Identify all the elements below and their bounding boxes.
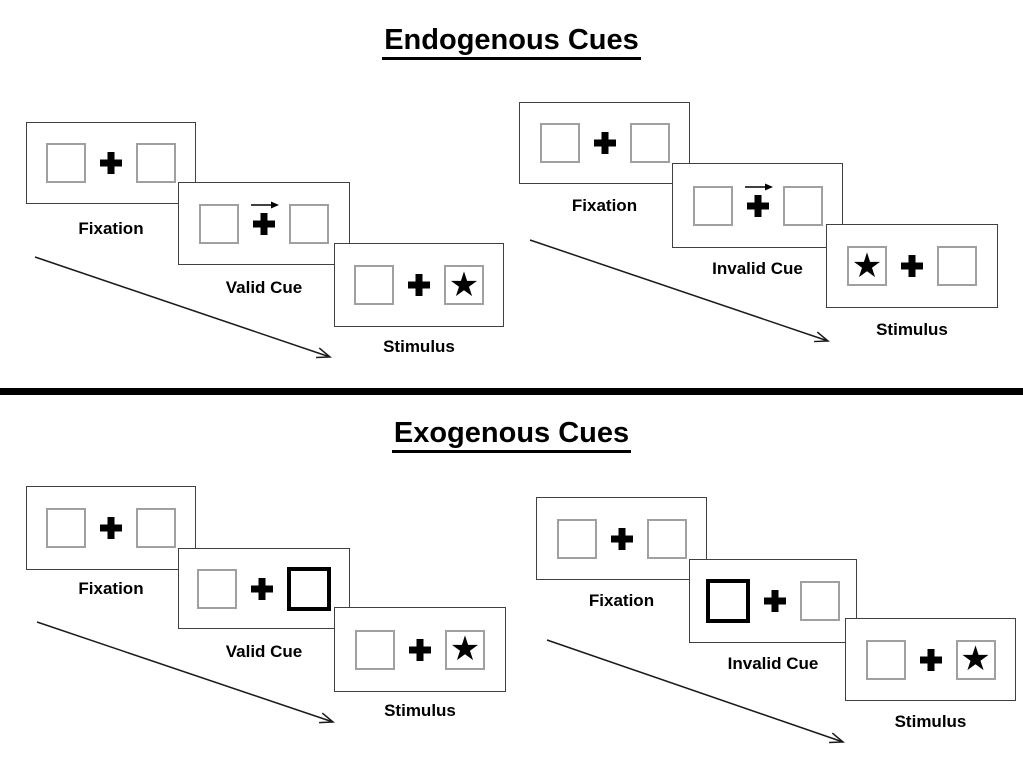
star-icon: ★ bbox=[449, 629, 481, 669]
fixation-cross-icon bbox=[408, 274, 430, 296]
left-box bbox=[197, 568, 237, 609]
panel-valid-cue bbox=[178, 182, 350, 265]
section-title-text: Endogenous Cues bbox=[382, 24, 641, 60]
box-row bbox=[706, 579, 840, 623]
panel-label: Fixation bbox=[78, 579, 144, 598]
left-box bbox=[46, 508, 86, 548]
timeline-arrow-icon bbox=[529, 239, 828, 341]
panel-stimulus: ★ bbox=[334, 243, 504, 327]
fixation-cross-icon bbox=[901, 255, 923, 277]
right-box bbox=[800, 581, 840, 621]
cross-wrap bbox=[919, 648, 942, 671]
box-row: ★ bbox=[355, 629, 485, 670]
cross-wrap bbox=[409, 638, 431, 661]
cross-wrap bbox=[610, 527, 633, 550]
right-box bbox=[289, 203, 329, 244]
section-title-text: Exogenous Cues bbox=[391, 417, 632, 453]
panel-label: Stimulus bbox=[384, 701, 456, 720]
left-box: ★ bbox=[847, 246, 887, 286]
right-box bbox=[646, 518, 687, 559]
cue-arrow-icon bbox=[251, 201, 279, 208]
cross-wrap bbox=[251, 577, 273, 600]
panel-label: Invalid Cue bbox=[727, 654, 819, 673]
cross-wrap bbox=[593, 132, 616, 154]
left-box bbox=[539, 123, 580, 163]
panel-label: Stimulus bbox=[894, 712, 967, 731]
left-box bbox=[692, 185, 733, 226]
fixation-cross-icon bbox=[409, 638, 431, 661]
fixation-cross-icon bbox=[764, 590, 786, 612]
timeline-arrow-icon bbox=[36, 621, 333, 722]
right-box bbox=[629, 123, 670, 163]
panel-fixation bbox=[26, 486, 196, 570]
box-row: ★ bbox=[865, 639, 996, 680]
box-row bbox=[199, 201, 329, 244]
panel-fixation bbox=[26, 122, 196, 204]
panel-stimulus: ★ bbox=[845, 618, 1016, 701]
fixation-cross-icon bbox=[251, 577, 273, 600]
cross-wrap bbox=[100, 152, 122, 174]
panel-fixation bbox=[519, 102, 690, 184]
fixation-cross-icon bbox=[253, 212, 275, 235]
cross-wrap bbox=[744, 183, 773, 217]
cross-wrap bbox=[100, 517, 122, 539]
box-row bbox=[692, 183, 823, 226]
panel-label: Invalid Cue bbox=[712, 259, 803, 278]
star-icon: ★ bbox=[448, 264, 480, 305]
cross-wrap bbox=[251, 201, 279, 235]
left-box-highlighted bbox=[706, 579, 750, 623]
section-divider bbox=[0, 388, 1023, 395]
panel-label: Valid Cue bbox=[225, 642, 303, 661]
box-row bbox=[556, 518, 687, 559]
section-title-endogenous: Endogenous Cues bbox=[0, 24, 1023, 60]
cross-wrap bbox=[901, 255, 923, 277]
right-box: ★ bbox=[955, 639, 996, 680]
fixation-cross-icon bbox=[100, 152, 122, 174]
box-row bbox=[197, 566, 331, 611]
left-box bbox=[354, 265, 394, 305]
panel-label: Stimulus bbox=[876, 320, 948, 339]
star-icon: ★ bbox=[851, 245, 883, 286]
right-box bbox=[782, 185, 823, 226]
box-row bbox=[46, 508, 176, 548]
panel-fixation bbox=[536, 497, 707, 580]
right-box bbox=[136, 508, 176, 548]
right-box bbox=[136, 143, 176, 183]
panel-stimulus: ★ bbox=[826, 224, 998, 308]
box-row: ★ bbox=[847, 246, 977, 286]
left-box bbox=[556, 518, 597, 559]
panel-valid-cue bbox=[178, 548, 350, 629]
box-row bbox=[46, 143, 176, 183]
left-box bbox=[46, 143, 86, 183]
right-box-highlighted bbox=[287, 566, 331, 611]
fixation-cross-icon bbox=[919, 648, 942, 671]
right-box: ★ bbox=[445, 629, 485, 670]
cue-arrow-icon bbox=[744, 183, 773, 190]
left-box bbox=[199, 203, 239, 244]
fixation-cross-icon bbox=[100, 517, 122, 539]
fixation-cross-icon bbox=[610, 527, 633, 550]
cross-wrap bbox=[408, 274, 430, 296]
panel-stimulus: ★ bbox=[334, 607, 506, 692]
box-row bbox=[539, 123, 670, 163]
panel-label: Stimulus bbox=[383, 337, 455, 356]
panel-label: Fixation bbox=[78, 219, 144, 238]
panel-invalid-cue bbox=[672, 163, 843, 248]
panel-label: Fixation bbox=[571, 196, 638, 215]
panel-invalid-cue bbox=[689, 559, 857, 643]
cross-wrap bbox=[764, 590, 786, 612]
fixation-cross-icon bbox=[746, 194, 769, 217]
fixation-cross-icon bbox=[593, 132, 616, 154]
left-box bbox=[355, 629, 395, 670]
right-box bbox=[937, 246, 977, 286]
section-title-exogenous: Exogenous Cues bbox=[0, 417, 1023, 453]
right-box: ★ bbox=[444, 265, 484, 305]
timeline-arrow-icon bbox=[34, 256, 330, 357]
panel-label: Fixation bbox=[588, 591, 655, 610]
box-row: ★ bbox=[354, 265, 484, 305]
star-icon: ★ bbox=[960, 639, 991, 679]
left-box bbox=[865, 639, 906, 680]
panel-label: Valid Cue bbox=[225, 278, 303, 297]
